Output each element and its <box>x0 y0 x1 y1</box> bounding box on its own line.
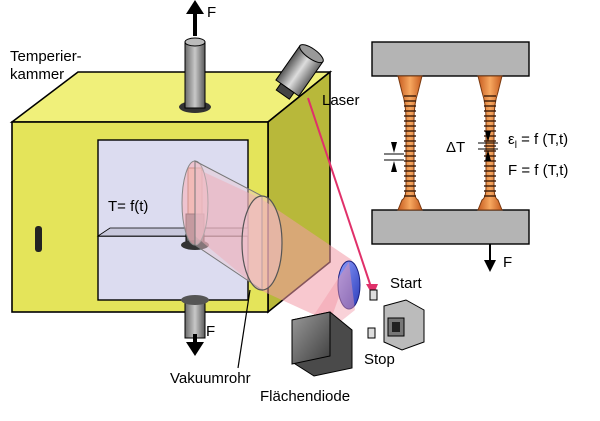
force-label-right: F <box>503 254 513 271</box>
strain-equation: εl = f (T,t) <box>508 131 568 151</box>
door-handle <box>35 226 42 252</box>
temperature-label: T= f(t) <box>108 198 149 215</box>
vacuum-tube-leader <box>237 289 251 369</box>
area-diode-label: Flächendiode <box>260 388 351 405</box>
start-label: Start <box>390 275 422 292</box>
force-equation: F = f (T,t) <box>508 162 569 179</box>
force-label-bottom: F <box>206 323 216 340</box>
upper-pull-rod <box>179 37 211 113</box>
strain-symbol: ε <box>508 131 515 148</box>
lens <box>337 260 361 310</box>
delta-t-label: ΔT <box>446 139 466 156</box>
test-fixture <box>371 41 530 272</box>
lower-pull-rod <box>181 295 209 339</box>
force-label-top: F <box>207 4 217 21</box>
vacuum-tube <box>181 160 352 322</box>
force-arrow-right <box>484 244 496 272</box>
strain-marker <box>384 142 404 172</box>
lower-plate <box>371 209 530 245</box>
force-arrow-top <box>186 0 204 36</box>
chamber-label-line1: Temperier- <box>10 48 82 65</box>
start-stop-sensor <box>367 289 425 351</box>
beam-to-diode <box>312 262 355 330</box>
strain-rhs: = f (T,t) <box>521 131 569 148</box>
chamber-label-line2: kammer <box>10 66 65 83</box>
stop-label: Stop <box>364 351 395 368</box>
area-diode <box>291 311 353 377</box>
upper-plate <box>371 41 530 77</box>
laser <box>275 44 324 100</box>
strain-subscript: l <box>514 140 517 151</box>
laser-label: Laser <box>322 92 360 109</box>
delta-t-marker <box>478 131 498 161</box>
vacuum-tube-label: Vakuumrohr <box>170 370 251 387</box>
force-arrow-bottom <box>186 334 204 356</box>
strain-gauge-marks <box>404 95 496 197</box>
specimen-left <box>397 75 423 211</box>
